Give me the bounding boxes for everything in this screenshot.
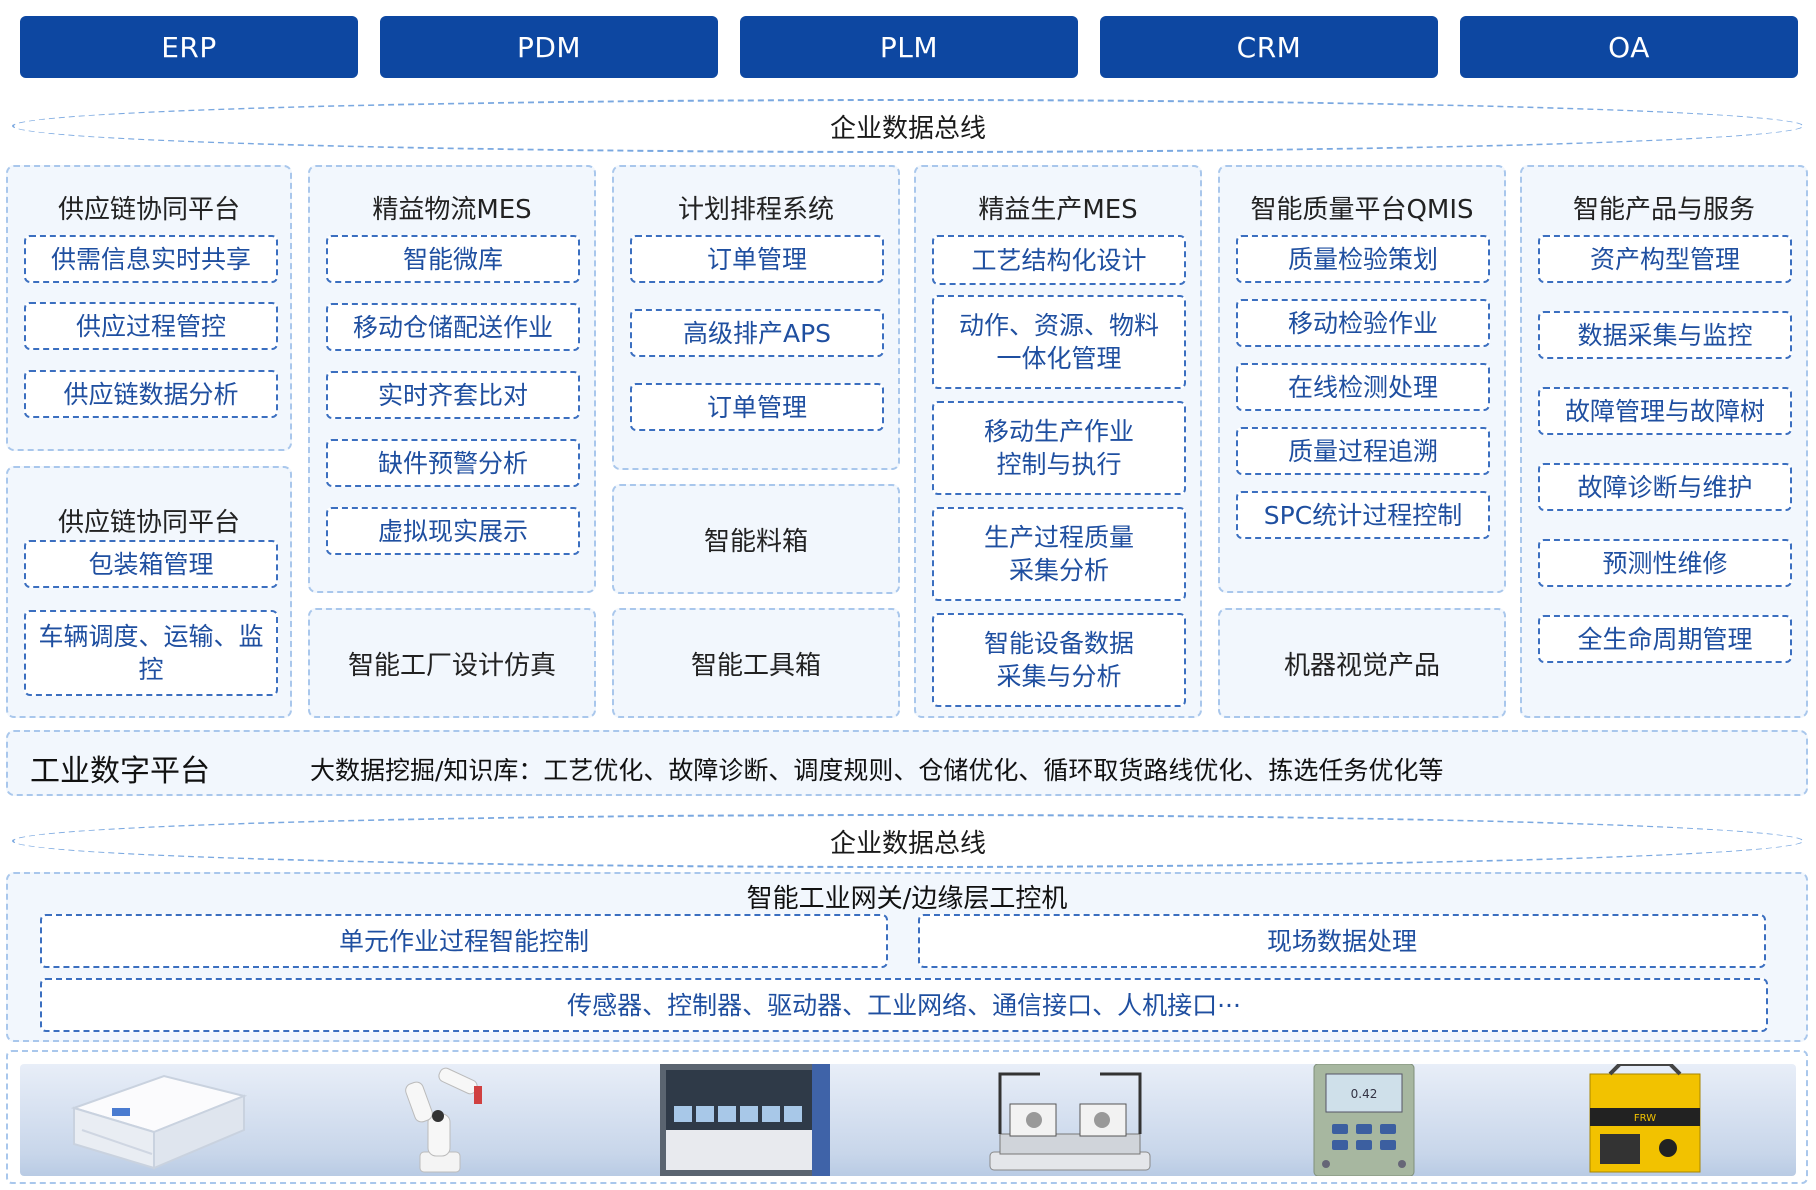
panel-title: 智能产品与服务 [1572,195,1755,225]
platform-description: 大数据挖掘/知识库：工艺优化、故障诊断、调度规则、仓储优化、循环取货路线优化、拣… [310,756,1444,785]
device-strip: 0.42 FRW [20,1064,1796,1176]
item-inspection-planning[interactable]: 质量检验策划 [1236,235,1490,283]
test-bench-icon [989,1072,1151,1171]
item-order-management[interactable]: 订单管理 [630,235,884,283]
bus-label: 企业数据总线 [829,828,986,859]
item-packaging-box-management[interactable]: 包装箱管理 [24,540,278,588]
item-production-quality-analysis[interactable]: 生产过程质量采集分析 [932,507,1186,601]
machine-vision-product[interactable]: 机器视觉产品 [1218,608,1506,718]
svg-text:0.42: 0.42 [1351,1087,1378,1101]
supply-chain-panel-2: 供应链协同平台 包装箱管理 车辆调度、运输、监控 [6,466,292,718]
panel-title: 精益物流MES [372,195,532,225]
system-oa[interactable]: OA [1460,16,1798,78]
panel-title: 智能质量平台QMIS [1250,195,1474,225]
item-integrated-management[interactable]: 动作、资源、物料一体化管理 [932,295,1186,389]
item-vr-display[interactable]: 虚拟现实展示 [326,507,580,555]
robot-arm-icon [405,1067,482,1173]
item-mobile-production-control[interactable]: 移动生产作业控制与执行 [932,401,1186,495]
item-supply-data-analysis[interactable]: 供应链数据分析 [24,370,278,418]
panel-title: 供应链协同平台 [57,195,240,225]
item-smart-micro-warehouse[interactable]: 智能微库 [326,235,580,283]
logistics-mes-panel: 精益物流MES 智能微库 移动仓储配送作业 实时齐套比对 缺件预警分析 虚拟现实… [308,165,596,593]
storage-cabinet-icon [660,1064,830,1176]
item-shortage-warning[interactable]: 缺件预警分析 [326,439,580,487]
item-fault-tree[interactable]: 故障管理与故障树 [1538,387,1792,435]
system-erp[interactable]: ERP [20,16,358,78]
smart-products-services-panel: 智能产品与服务 资产构型管理 数据采集与监控 故障管理与故障树 故障诊断与维护 … [1520,165,1808,718]
welding-machine-icon: FRW [1589,1064,1701,1173]
item-mobile-storage-delivery[interactable]: 移动仓储配送作业 [326,303,580,351]
item-mobile-inspection[interactable]: 移动检验作业 [1236,299,1490,347]
enterprise-data-bus-top: 企业数据总线 [12,99,1804,153]
field-data-processing[interactable]: 现场数据处理 [918,914,1766,968]
production-mes-panel: 精益生产MES 工艺结构化设计 动作、资源、物料一体化管理 移动生产作业控制与执… [914,165,1202,718]
item-equipment-data-analysis[interactable]: 智能设备数据采集与分析 [932,613,1186,707]
item-process-structured-design[interactable]: 工艺结构化设计 [932,235,1186,285]
item-vehicle-dispatch[interactable]: 车辆调度、运输、监控 [24,610,278,696]
bus-label: 企业数据总线 [829,113,986,144]
item-order-management-2[interactable]: 订单管理 [630,383,884,431]
measuring-instrument-icon: 0.42 [1313,1064,1415,1176]
item-advanced-scheduling[interactable]: 高级排产APS [630,309,884,357]
quality-qmis-panel: 智能质量平台QMIS 质量检验策划 移动检验作业 在线检测处理 质量过程追溯 S… [1218,165,1506,593]
panel-title: 计划排程系统 [677,195,834,225]
system-crm[interactable]: CRM [1100,16,1438,78]
platform-name: 工业数字平台 [30,754,210,789]
item-supply-process-control[interactable]: 供应过程管控 [24,302,278,350]
item-online-detection[interactable]: 在线检测处理 [1236,363,1490,411]
item-fault-diagnosis[interactable]: 故障诊断与维护 [1538,463,1792,511]
item-lifecycle-management[interactable]: 全生命周期管理 [1538,615,1792,663]
agv-robot-icon [70,1074,248,1170]
factory-design-simulation[interactable]: 智能工厂设计仿真 [308,608,596,718]
smart-toolbox[interactable]: 智能工具箱 [612,608,900,718]
svg-text:FRW: FRW [1634,1113,1656,1124]
system-plm[interactable]: PLM [740,16,1078,78]
item-asset-configuration[interactable]: 资产构型管理 [1538,235,1792,283]
unit-process-intelligent-control[interactable]: 单元作业过程智能控制 [40,914,888,968]
planning-system-panel: 计划排程系统 订单管理 高级排产APS 订单管理 [612,165,900,470]
device-layer-panel: 0.42 FRW [6,1050,1808,1184]
hardware-interfaces[interactable]: 传感器、控制器、驱动器、工业网络、通信接口、人机接口··· [40,978,1768,1032]
smart-bin[interactable]: 智能料箱 [612,484,900,594]
edge-layer-title: 智能工业网关/边缘层工控机 [746,884,1068,914]
panel-title: 精益生产MES [978,195,1138,225]
item-quality-traceability[interactable]: 质量过程追溯 [1236,427,1490,475]
enterprise-data-bus-bottom: 企业数据总线 [12,814,1804,868]
item-predictive-maintenance[interactable]: 预测性维修 [1538,539,1792,587]
system-pdm[interactable]: PDM [380,16,718,78]
edge-layer-panel: 智能工业网关/边缘层工控机 单元作业过程智能控制 现场数据处理 传感器、控制器、… [6,872,1808,1042]
industrial-digital-platform: 工业数字平台 大数据挖掘/知识库：工艺优化、故障诊断、调度规则、仓储优化、循环取… [6,730,1808,796]
supply-chain-panel-1: 供应链协同平台 供需信息实时共享 供应过程管控 供应链数据分析 [6,165,292,451]
item-supply-demand-sharing[interactable]: 供需信息实时共享 [24,235,278,283]
panel-title: 供应链协同平台 [57,508,240,538]
item-spc-control[interactable]: SPC统计过程控制 [1236,491,1490,539]
item-realtime-kitting-check[interactable]: 实时齐套比对 [326,371,580,419]
item-data-monitoring[interactable]: 数据采集与监控 [1538,311,1792,359]
